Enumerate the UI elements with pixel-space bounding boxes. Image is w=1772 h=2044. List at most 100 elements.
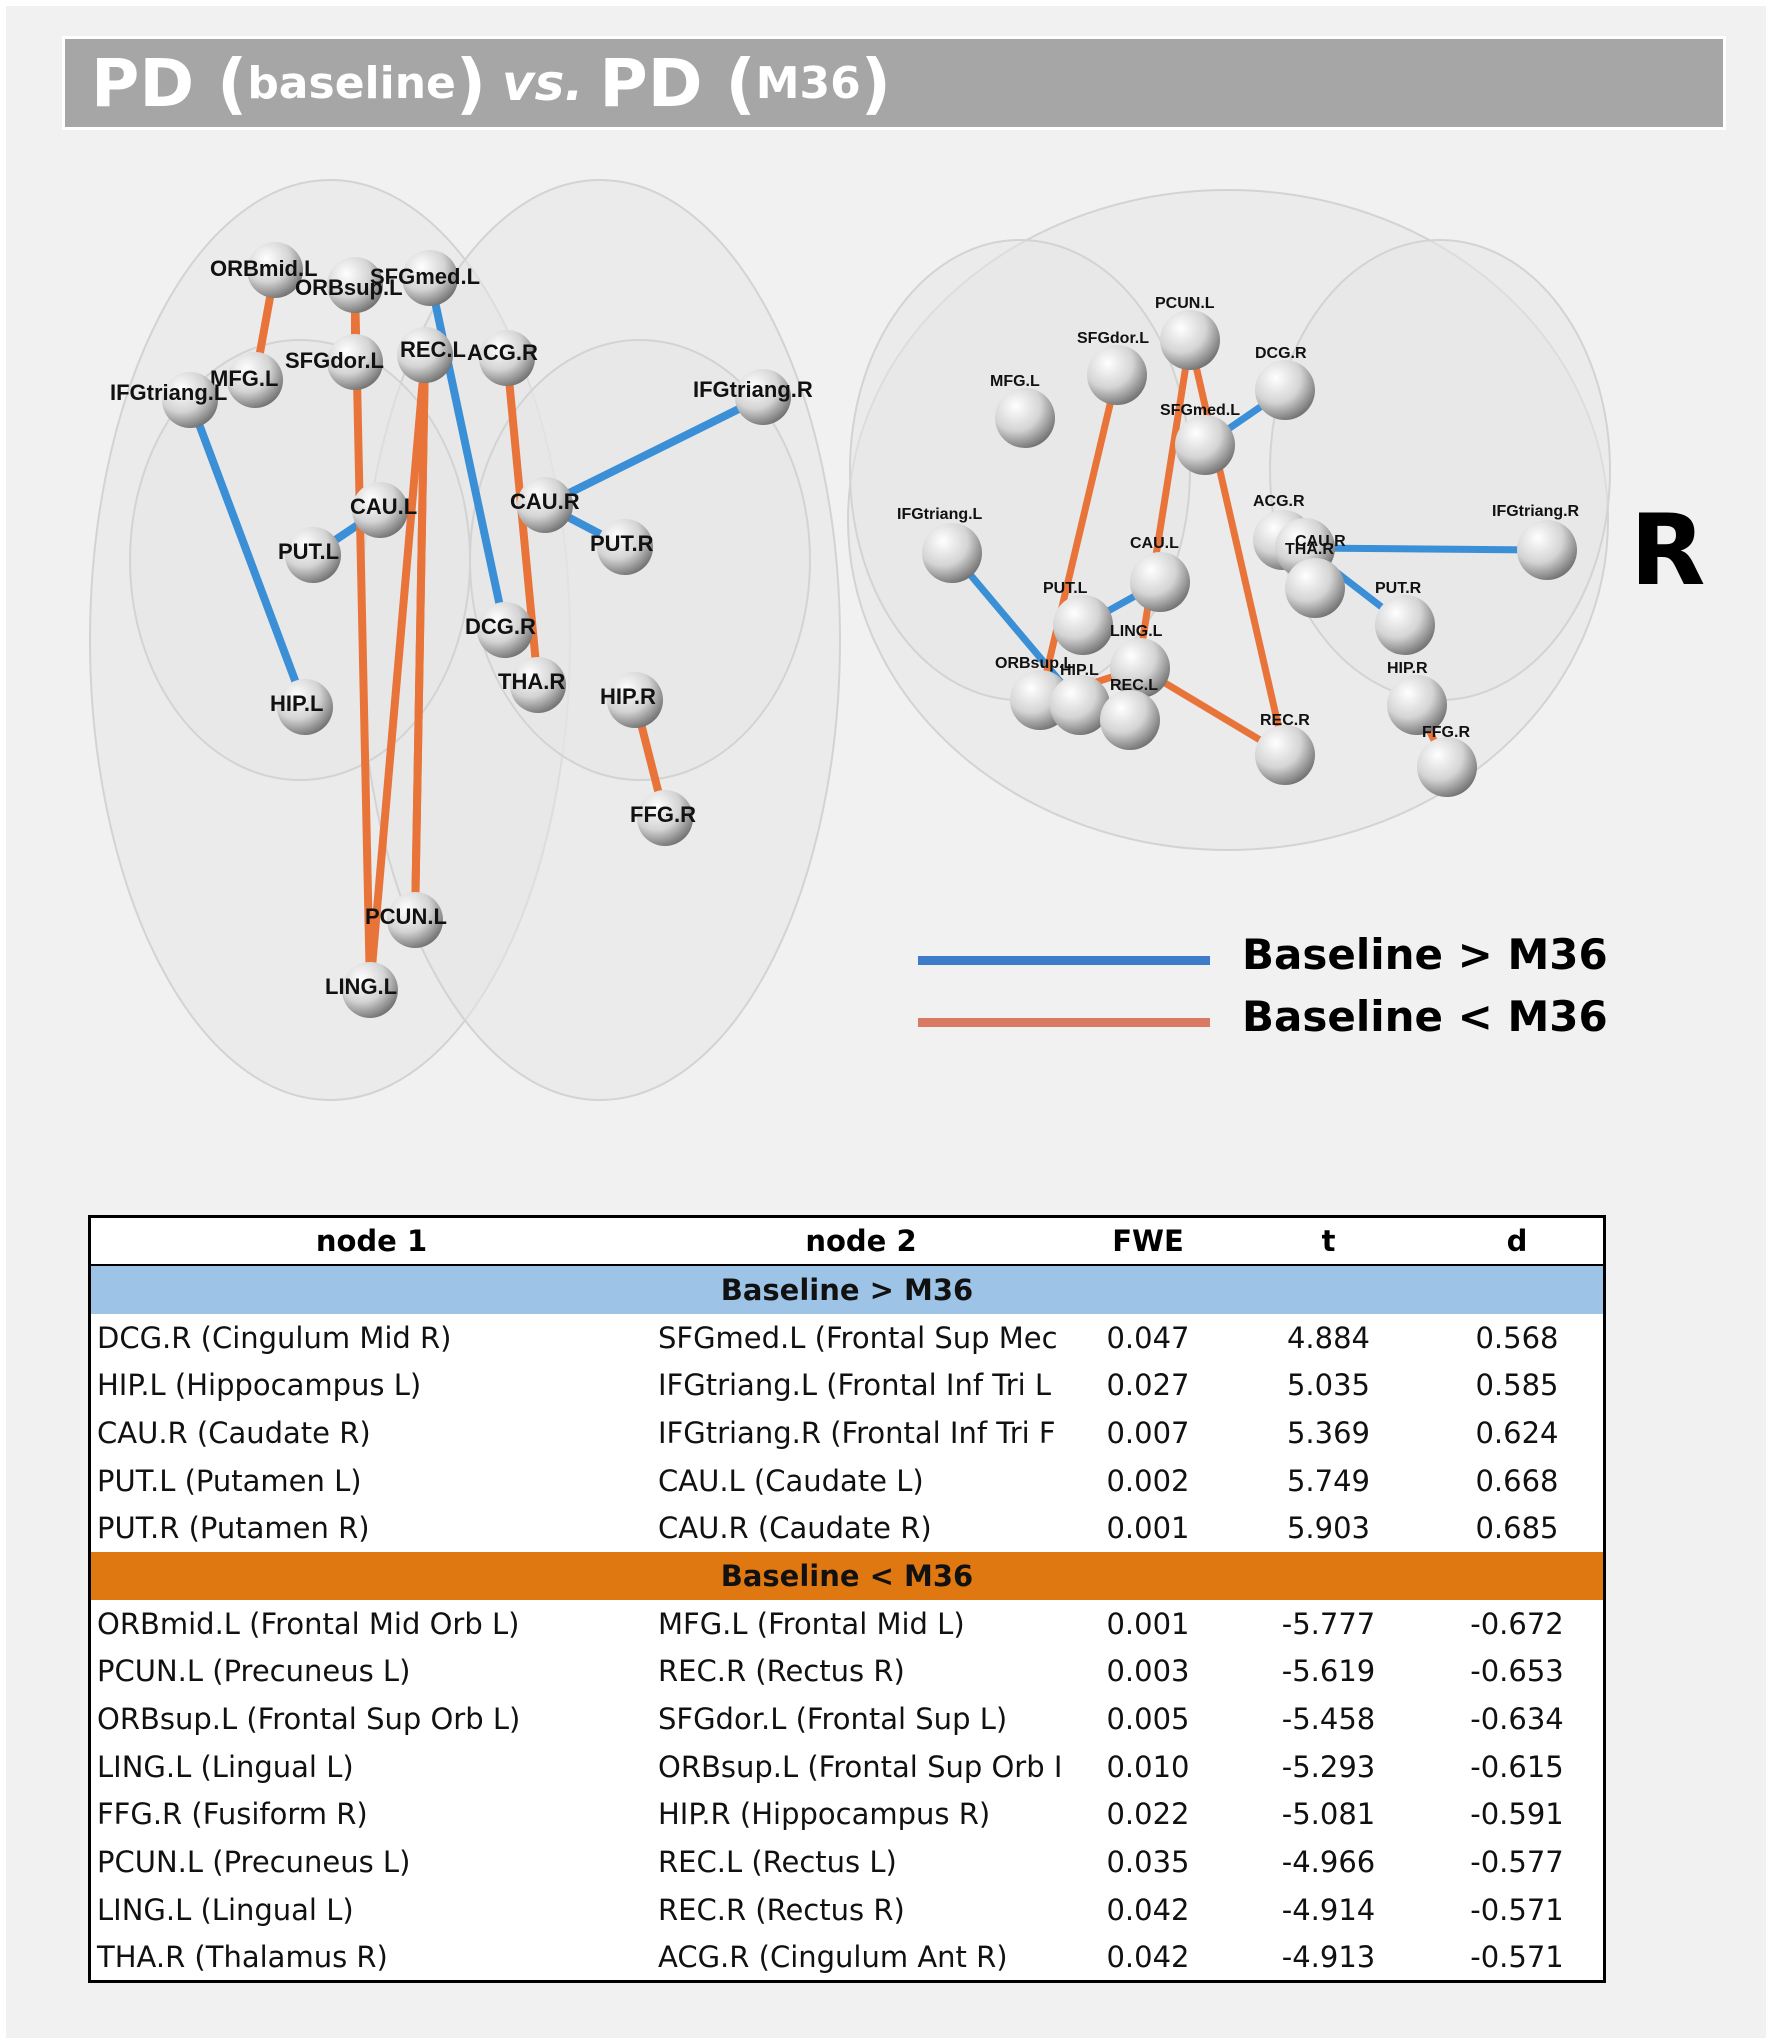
edge xyxy=(1186,336,1289,759)
cell-d: 0.624 xyxy=(1475,1415,1559,1450)
node-sphere xyxy=(402,250,458,306)
cell-fwe: 0.001 xyxy=(1106,1606,1190,1641)
node-sphere xyxy=(479,330,535,386)
node-sphere xyxy=(1255,725,1315,785)
node-label: SFGmed.L xyxy=(1160,402,1240,419)
cell-node1: PUT.R (Putamen R) xyxy=(97,1511,370,1546)
table-row: LING.L (Lingual L) REC.R (Rectus R) 0.042 -… xyxy=(91,1886,1603,1934)
node-sphere xyxy=(1285,558,1345,618)
title-paren: ) xyxy=(860,44,891,122)
edge xyxy=(411,351,429,924)
cell-node2: REC.R (Rectus R) xyxy=(658,1892,905,1927)
table-row: DCG.R (Cingulum Mid R)SFGmed.L (Frontal … xyxy=(91,1314,1603,1362)
cell-d: 0.585 xyxy=(1475,1368,1559,1403)
cell-node2: ACG.R (Cingulum Ant R) xyxy=(658,1940,1008,1975)
node-sphere xyxy=(162,372,218,428)
table-row: PCUN.L (Precuneus L)REC.R (Rectus R)0.00… xyxy=(91,1648,1603,1696)
cell-t: -4.914 xyxy=(1281,1892,1376,1927)
cell-t: -5.619 xyxy=(1281,1654,1376,1689)
node-label: ACG.R xyxy=(467,340,538,365)
table-header-row: node 1 node 2 FWE t d xyxy=(91,1218,1603,1266)
title-paren: ) xyxy=(455,44,487,122)
cell-node2: CAU.L (Caudate L) xyxy=(658,1463,924,1498)
node-label: PUT.R xyxy=(590,531,654,556)
node-sphere xyxy=(922,523,982,583)
table-row: ORBsup.L (Frontal Sup Orb L)SFGdor.L (Fr… xyxy=(91,1695,1603,1743)
node-label: ORBsup.L xyxy=(995,655,1073,672)
node-label: IFGtriang.R xyxy=(1492,503,1580,520)
node-label: CAU.L xyxy=(350,494,417,519)
node-label: PUT.L xyxy=(1043,580,1088,597)
title-right-sub: M36 xyxy=(755,57,861,109)
node-label: ORBsup.L xyxy=(295,275,403,300)
node-label: LING.L xyxy=(1110,623,1163,640)
cell-d: -0.571 xyxy=(1470,1892,1564,1927)
node-label: PUT.L xyxy=(278,539,339,564)
title-vs: vs. xyxy=(502,54,584,112)
cell-node2: IFGtriang.L (Frontal Inf Tri L xyxy=(658,1368,1052,1403)
node-label: SFGdor.L xyxy=(1077,330,1149,347)
node-sphere xyxy=(247,242,303,298)
cell-fwe: 0.005 xyxy=(1106,1702,1190,1737)
node-sphere xyxy=(995,388,1055,448)
node-sphere xyxy=(637,790,693,846)
cell-node1: PCUN.L (Precuneus L) xyxy=(97,1845,411,1880)
cell-fwe: 0.002 xyxy=(1106,1463,1190,1498)
node-label: MFG.L xyxy=(990,373,1040,390)
node-sphere xyxy=(327,257,383,313)
cell-fwe: 0.042 xyxy=(1106,1892,1190,1927)
node-sphere xyxy=(1375,595,1435,655)
cell-node1: THA.R (Thalamus R) xyxy=(97,1940,388,1975)
node-sphere xyxy=(387,892,443,948)
cell-t: -4.913 xyxy=(1281,1940,1376,1975)
node-sphere xyxy=(517,477,573,533)
table-group-header: Baseline > M36 xyxy=(91,1265,1603,1314)
table-row: ORBmid.L (Frontal Mid Orb L)MFG.L (Front… xyxy=(91,1600,1603,1648)
cell-fwe: 0.010 xyxy=(1106,1749,1190,1784)
cell-node2: SFGdor.L (Frontal Sup L) xyxy=(658,1702,1008,1737)
cell-fwe: 0.001 xyxy=(1106,1511,1190,1546)
node-label: CAU.R xyxy=(510,489,580,514)
legend-label-positive: Baseline > M36 xyxy=(1242,930,1608,979)
cell-d: -0.634 xyxy=(1470,1702,1564,1737)
cell-fwe: 0.007 xyxy=(1106,1415,1190,1450)
edge xyxy=(1301,544,1551,554)
legend-label-negative: Baseline < M36 xyxy=(1242,992,1608,1041)
cell-d: -0.672 xyxy=(1470,1606,1564,1641)
node-sphere xyxy=(327,334,383,390)
cell-node1: LING.L (Lingual L) xyxy=(97,1749,354,1784)
node-sphere xyxy=(1175,415,1235,475)
cell-node1: LING.L (Lingual L) xyxy=(97,1892,354,1927)
cell-node1: ORBmid.L (Frontal Mid Orb L) xyxy=(97,1606,520,1641)
node-label: REC.R xyxy=(1260,712,1310,729)
header-t: t xyxy=(1226,1218,1431,1266)
node-label: CAU.L xyxy=(1130,535,1179,552)
node-label: FFG.R xyxy=(630,802,696,827)
node-label: THA.R xyxy=(1285,541,1334,558)
node-sphere xyxy=(1100,690,1160,750)
header-d: d xyxy=(1431,1218,1603,1266)
node-label: CAU.R xyxy=(1295,533,1346,550)
cell-node1: HIP.L (Hippocampus L) xyxy=(97,1368,422,1403)
node-label: HIP.R xyxy=(600,684,656,709)
cell-t: -5.293 xyxy=(1281,1749,1376,1784)
cell-fwe: 0.047 xyxy=(1106,1320,1190,1355)
cell-node2: HIP.R (Hippocampus R) xyxy=(658,1797,991,1832)
node-sphere xyxy=(477,602,533,658)
node-label: ORBmid.L xyxy=(210,256,318,281)
node-label: IFGtriang.R xyxy=(693,377,813,402)
cell-node2: ORBsup.L (Frontal Sup Orb I xyxy=(658,1749,1063,1784)
cell-d: 0.568 xyxy=(1475,1320,1559,1355)
cell-d: -0.577 xyxy=(1470,1845,1564,1880)
node-sphere xyxy=(1387,675,1447,735)
node-sphere xyxy=(227,352,283,408)
header-fwe: FWE xyxy=(1070,1218,1226,1266)
node-label: IFGtriang.L xyxy=(897,506,983,523)
node-label: DCG.R xyxy=(1255,345,1307,362)
